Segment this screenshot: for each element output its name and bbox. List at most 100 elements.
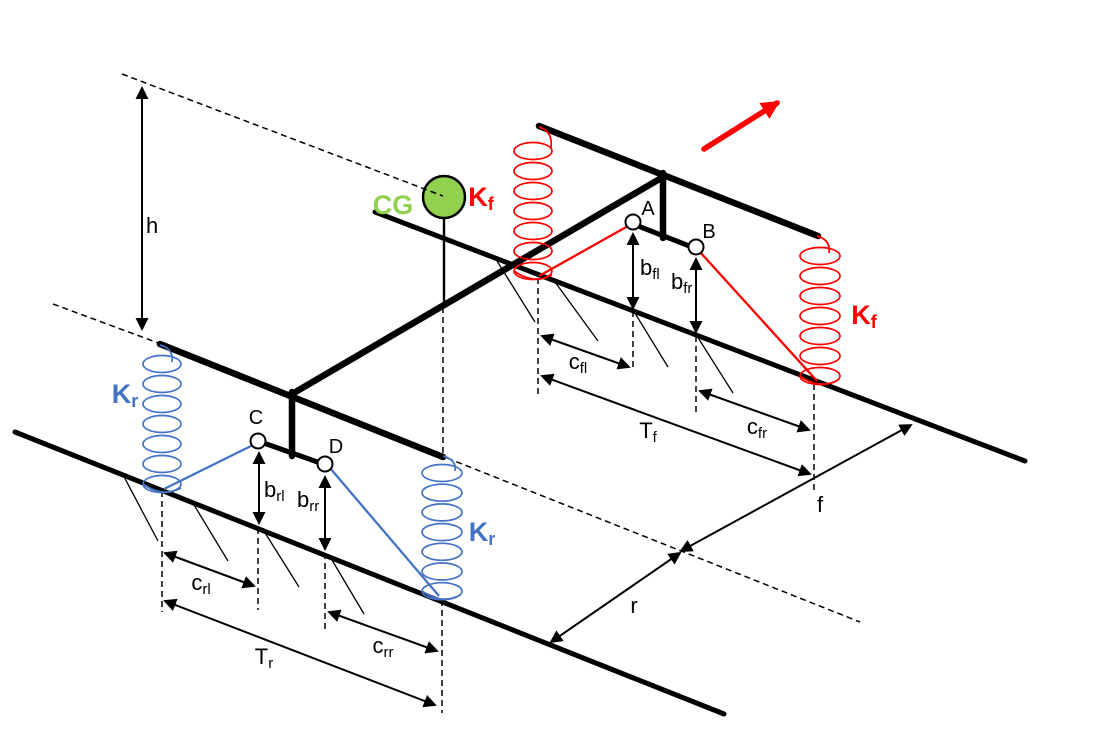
leader-tick — [121, 472, 159, 542]
label-kf-sub: f — [488, 194, 495, 214]
label-cfl-base: c — [569, 349, 580, 374]
spring-coil — [421, 581, 463, 601]
spring-coil — [421, 562, 463, 581]
cg-transverse-centerline-dashed — [446, 457, 861, 623]
label-point-b: B — [702, 221, 715, 243]
front-right-spring-kf — [799, 235, 841, 386]
dimension-tf — [540, 373, 812, 477]
label-r: r — [630, 593, 637, 618]
spring-coil — [513, 181, 553, 201]
dimension-crl — [163, 550, 256, 589]
chassis-center-beam — [288, 173, 667, 398]
spring-coil — [142, 374, 182, 394]
label-kr-sub: r — [488, 529, 495, 549]
joint-a — [624, 213, 642, 231]
spring-coil — [142, 454, 182, 474]
spring-coil — [799, 326, 841, 346]
chassis-structure — [156, 122, 822, 468]
label-cfl-sub: fl — [580, 360, 588, 377]
spring-coil — [513, 221, 553, 241]
label-bfr-base: b — [671, 269, 683, 294]
rear-right-spring-kr — [421, 455, 463, 601]
label-cfr: cfr — [747, 414, 767, 442]
label-point-c: C — [249, 407, 263, 429]
label-kf-base: K — [851, 300, 871, 330]
spring-coil — [799, 286, 841, 306]
spring-coil — [799, 266, 841, 286]
h-lower-reference-dashed — [52, 303, 162, 345]
rear-left-spring-kr — [142, 344, 182, 494]
joint-d — [316, 455, 334, 473]
spring-coil — [421, 503, 463, 522]
joint-c — [249, 432, 267, 450]
spring-coil — [142, 354, 182, 374]
label-cfr-base: c — [747, 414, 758, 439]
label-f: f — [817, 492, 824, 517]
spring-coil — [513, 161, 553, 181]
label-tf: Tf — [639, 418, 657, 446]
label-kr-base: K — [112, 379, 132, 409]
front-ground-line — [372, 209, 1028, 464]
front-axle-beam — [535, 122, 822, 240]
label-kr-base: K — [469, 517, 489, 547]
cg-marker — [421, 174, 467, 220]
label-kr-rear-left: Kr — [112, 379, 139, 411]
spring-coil — [142, 474, 182, 494]
label-h: h — [146, 213, 158, 238]
label-point-a: A — [641, 198, 655, 220]
spring-coil — [421, 542, 463, 562]
label-crl: crl — [191, 570, 210, 598]
label-tr-base: T — [255, 644, 268, 669]
spring-top-hook — [816, 235, 831, 254]
label-crl-sub: rl — [202, 581, 210, 598]
spring-top-hook — [538, 126, 553, 149]
label-point-d: D — [329, 436, 343, 458]
label-crr-sub: rr — [384, 644, 394, 661]
spring-coil — [513, 141, 553, 161]
label-kr-rear-right: Kr — [469, 517, 496, 549]
label-brr-base: b — [297, 487, 309, 512]
label-kf-base: K — [468, 182, 488, 212]
front-antiroll-bar — [632, 221, 698, 252]
label-cfr-sub: fr — [758, 425, 767, 442]
label-bfl-sub: fl — [652, 266, 660, 283]
label-bfr: bfr — [671, 269, 692, 297]
label-brl-sub: rl — [276, 488, 284, 505]
spring-coil — [513, 201, 553, 221]
front-left-link-line — [538, 224, 629, 278]
spring-top-hook — [442, 455, 457, 472]
front-right-link-line — [699, 251, 818, 382]
spring-coil — [421, 463, 463, 483]
dimension-cfl — [540, 333, 631, 370]
label-tf-base: T — [639, 418, 652, 443]
leader-tick — [261, 527, 300, 588]
label-brr: brr — [297, 487, 319, 515]
label-crl-base: c — [191, 570, 202, 595]
rear-antiroll-bar — [257, 438, 327, 468]
dimension-arrows — [135, 86, 913, 708]
label-bfl: bfl — [640, 255, 660, 283]
label-cfl: cfl — [569, 349, 588, 377]
spring-coil — [513, 261, 553, 281]
rear-axle-beam — [156, 340, 447, 461]
diagram-labels: h CG Kf Kf Kr Kr A B C D bfl bfr brl brr… — [112, 182, 878, 672]
spring-coil — [799, 246, 841, 266]
label-crr: crr — [373, 633, 394, 661]
label-kr-sub: r — [131, 391, 138, 411]
label-tr-sub: r — [268, 655, 273, 672]
joint-b — [687, 238, 705, 256]
label-brl: brl — [264, 477, 285, 505]
label-tr: Tr — [255, 644, 273, 672]
label-crr-base: c — [373, 633, 384, 658]
spring-coil — [421, 522, 463, 542]
spring-coil — [799, 346, 841, 366]
dimension-tr — [163, 598, 437, 708]
label-kf-front-left: Kf — [468, 182, 495, 214]
label-tf-sub: f — [653, 429, 658, 446]
spring-coil — [799, 366, 841, 386]
spring-coil — [799, 306, 841, 326]
spring-top-hook — [159, 344, 174, 363]
spring-coil — [142, 434, 182, 454]
spring-coil — [513, 241, 553, 261]
label-cg: CG — [373, 190, 414, 220]
